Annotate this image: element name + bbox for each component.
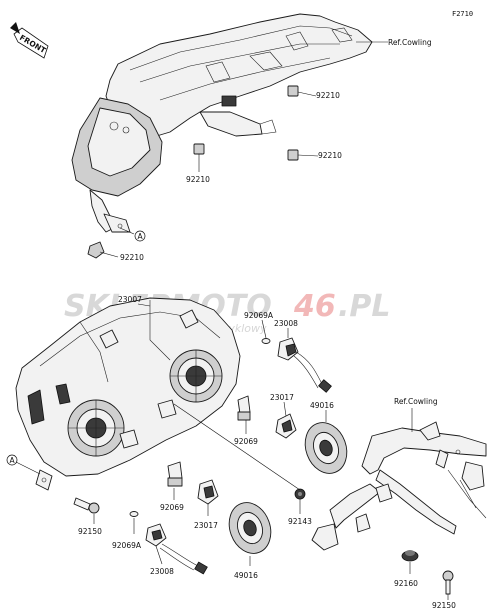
watermark-number: 46 xyxy=(293,289,336,324)
socket-23008-upper xyxy=(277,337,332,393)
ref-cowling-top: Ref.Cowling xyxy=(388,38,432,47)
label-92160: 92160 xyxy=(394,579,418,588)
label-49016-lower: 49016 xyxy=(234,571,258,580)
clip-92210-d xyxy=(87,241,105,259)
cap-49016-upper xyxy=(304,422,348,474)
bulb-92069-mid xyxy=(237,395,251,421)
grommet-92160 xyxy=(401,550,419,562)
ref-circle-a-upper-label: A xyxy=(138,232,144,241)
ref-circle-a-upper xyxy=(134,230,146,242)
screw-92150-left xyxy=(73,497,100,514)
ref-cowling-bottom: Ref.Cowling xyxy=(394,397,438,406)
figure-code: F2710 xyxy=(452,10,473,18)
socket-23017-lower xyxy=(197,479,219,505)
clip-92210-c xyxy=(287,149,299,161)
cap-49016-lower xyxy=(228,502,272,554)
bulb-92069-lower xyxy=(167,461,183,487)
ref-circle-a-lower-label: A xyxy=(10,456,16,465)
label-23008-upper: 23008 xyxy=(274,319,298,328)
label-92150-right: 92150 xyxy=(432,601,456,610)
clip-92210-a xyxy=(193,143,205,155)
label-92150-left: 92150 xyxy=(78,527,102,536)
headlamp-assembly xyxy=(15,297,241,491)
socket-23008-lower xyxy=(145,523,208,575)
label-23017-lower: 23017 xyxy=(194,521,218,530)
label-23017-upper: 23017 xyxy=(270,393,294,402)
bulb-92069a-lower xyxy=(129,511,139,517)
label-92069-mid: 92069 xyxy=(234,437,258,446)
label-23008-lower: 23008 xyxy=(150,567,174,576)
clip-92210-b xyxy=(287,85,299,97)
label-92069a-lower: 92069A xyxy=(112,541,142,550)
front-arrow-icon: FRONT xyxy=(10,22,49,59)
bulb-92069a-upper xyxy=(261,338,271,344)
connector-bracket xyxy=(221,95,237,107)
label-92069-lower: 92069 xyxy=(160,503,184,512)
cowling-stay xyxy=(311,421,487,551)
label-92210-b: 92210 xyxy=(316,91,340,100)
socket-23017-upper xyxy=(275,413,297,439)
label-92210-d: 92210 xyxy=(120,253,144,262)
upper-cowl-assembly xyxy=(71,13,373,259)
label-49016-upper: 49016 xyxy=(310,401,334,410)
label-92210-a: 92210 xyxy=(186,175,210,184)
watermark-suffix: .PL xyxy=(338,289,391,324)
ref-circle-a-lower xyxy=(6,454,18,466)
label-92210-c: 92210 xyxy=(318,151,342,160)
label-92069a-upper: 92069A xyxy=(244,311,274,320)
screw-92150-right xyxy=(442,570,454,595)
label-23007: 23007 xyxy=(118,295,142,304)
label-92143: 92143 xyxy=(288,517,312,526)
